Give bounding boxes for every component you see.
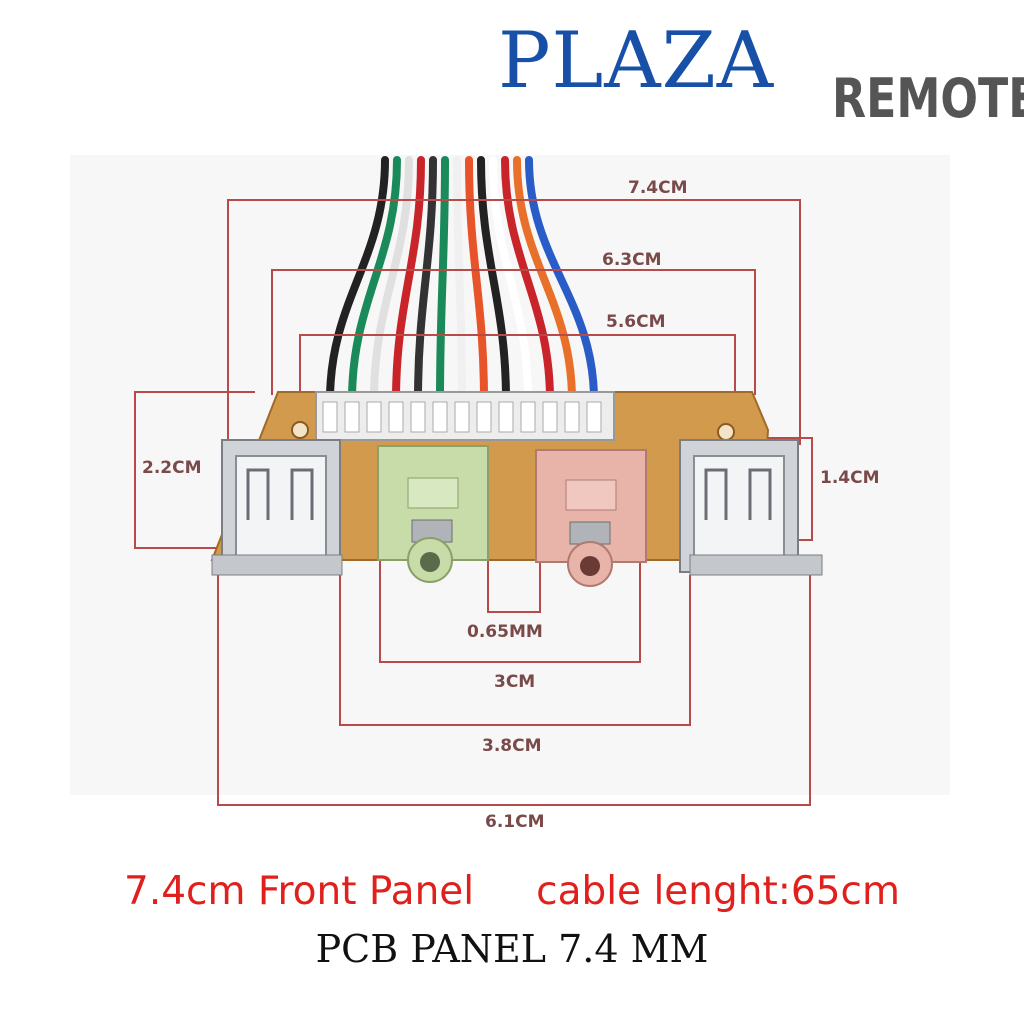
dim-line-usb-outer — [217, 575, 811, 806]
audio-jack-green — [377, 445, 489, 583]
caption-cable-length: cable lenght:65cm — [536, 869, 900, 914]
dim-line-left-height — [134, 391, 255, 549]
dim-line-board-width — [227, 199, 801, 450]
wire — [414, 156, 437, 404]
wire — [489, 156, 532, 404]
dim-top-mid: 6.3CM — [602, 250, 662, 270]
connector-pin — [542, 401, 558, 433]
wire — [477, 156, 510, 404]
wire — [501, 156, 554, 404]
dim-line-top-mid — [271, 269, 756, 395]
connector-pin — [564, 401, 580, 433]
wire — [513, 156, 576, 404]
dim-jack-gap: 0.65MM — [467, 622, 543, 642]
mount-hole-left — [291, 421, 309, 439]
mount-hole-right — [717, 423, 735, 441]
dim-top-inner: 5.6CM — [606, 312, 666, 332]
connector-pin — [476, 401, 492, 433]
connector-pin — [432, 401, 448, 433]
usb-port-right — [679, 439, 823, 576]
wire — [370, 156, 413, 404]
connector-pin — [410, 401, 426, 433]
wire — [525, 156, 598, 404]
connector-pin — [344, 401, 360, 433]
dim-usb-outer: 6.1CM — [485, 812, 545, 832]
connector-pin — [586, 401, 602, 433]
dim-right-height: 1.4CM — [820, 468, 880, 488]
caption-line: 7.4cm Front Panel cable lenght:65cm — [0, 872, 1024, 911]
connector-pin — [388, 401, 404, 433]
connector-pin — [454, 401, 470, 433]
dim-jack-span: 3CM — [494, 672, 536, 692]
usb-port-left — [211, 439, 343, 576]
subtitle: PCB PANEL 7.4 MM — [315, 927, 709, 971]
dim-line-jack-gap — [487, 560, 541, 613]
wire — [453, 156, 466, 404]
wire — [465, 156, 488, 404]
connector-pin — [322, 401, 338, 433]
caption-front-panel: 7.4cm Front Panel — [124, 869, 475, 914]
dim-line-top-inner — [299, 334, 736, 420]
connector-pin — [366, 401, 382, 433]
wire — [326, 156, 389, 404]
brand-suffix: REMOTE — [832, 67, 1024, 130]
connector-pin — [498, 401, 514, 433]
dim-line-jack-span — [379, 560, 641, 663]
audio-jack-pink — [535, 449, 647, 587]
wire — [436, 156, 449, 404]
wire — [348, 156, 401, 404]
dim-line-usb-inner — [339, 575, 691, 726]
cable-wires — [326, 156, 598, 404]
dimension-lines — [134, 199, 813, 806]
dim-board-width: 7.4CM — [628, 178, 688, 198]
connector-pins — [322, 401, 602, 433]
wire — [392, 156, 425, 404]
connector-pin — [520, 401, 536, 433]
brand-name: PLAZA — [498, 16, 775, 106]
dim-usb-inner: 3.8CM — [482, 736, 542, 756]
dim-left-height: 2.2CM — [142, 458, 202, 478]
